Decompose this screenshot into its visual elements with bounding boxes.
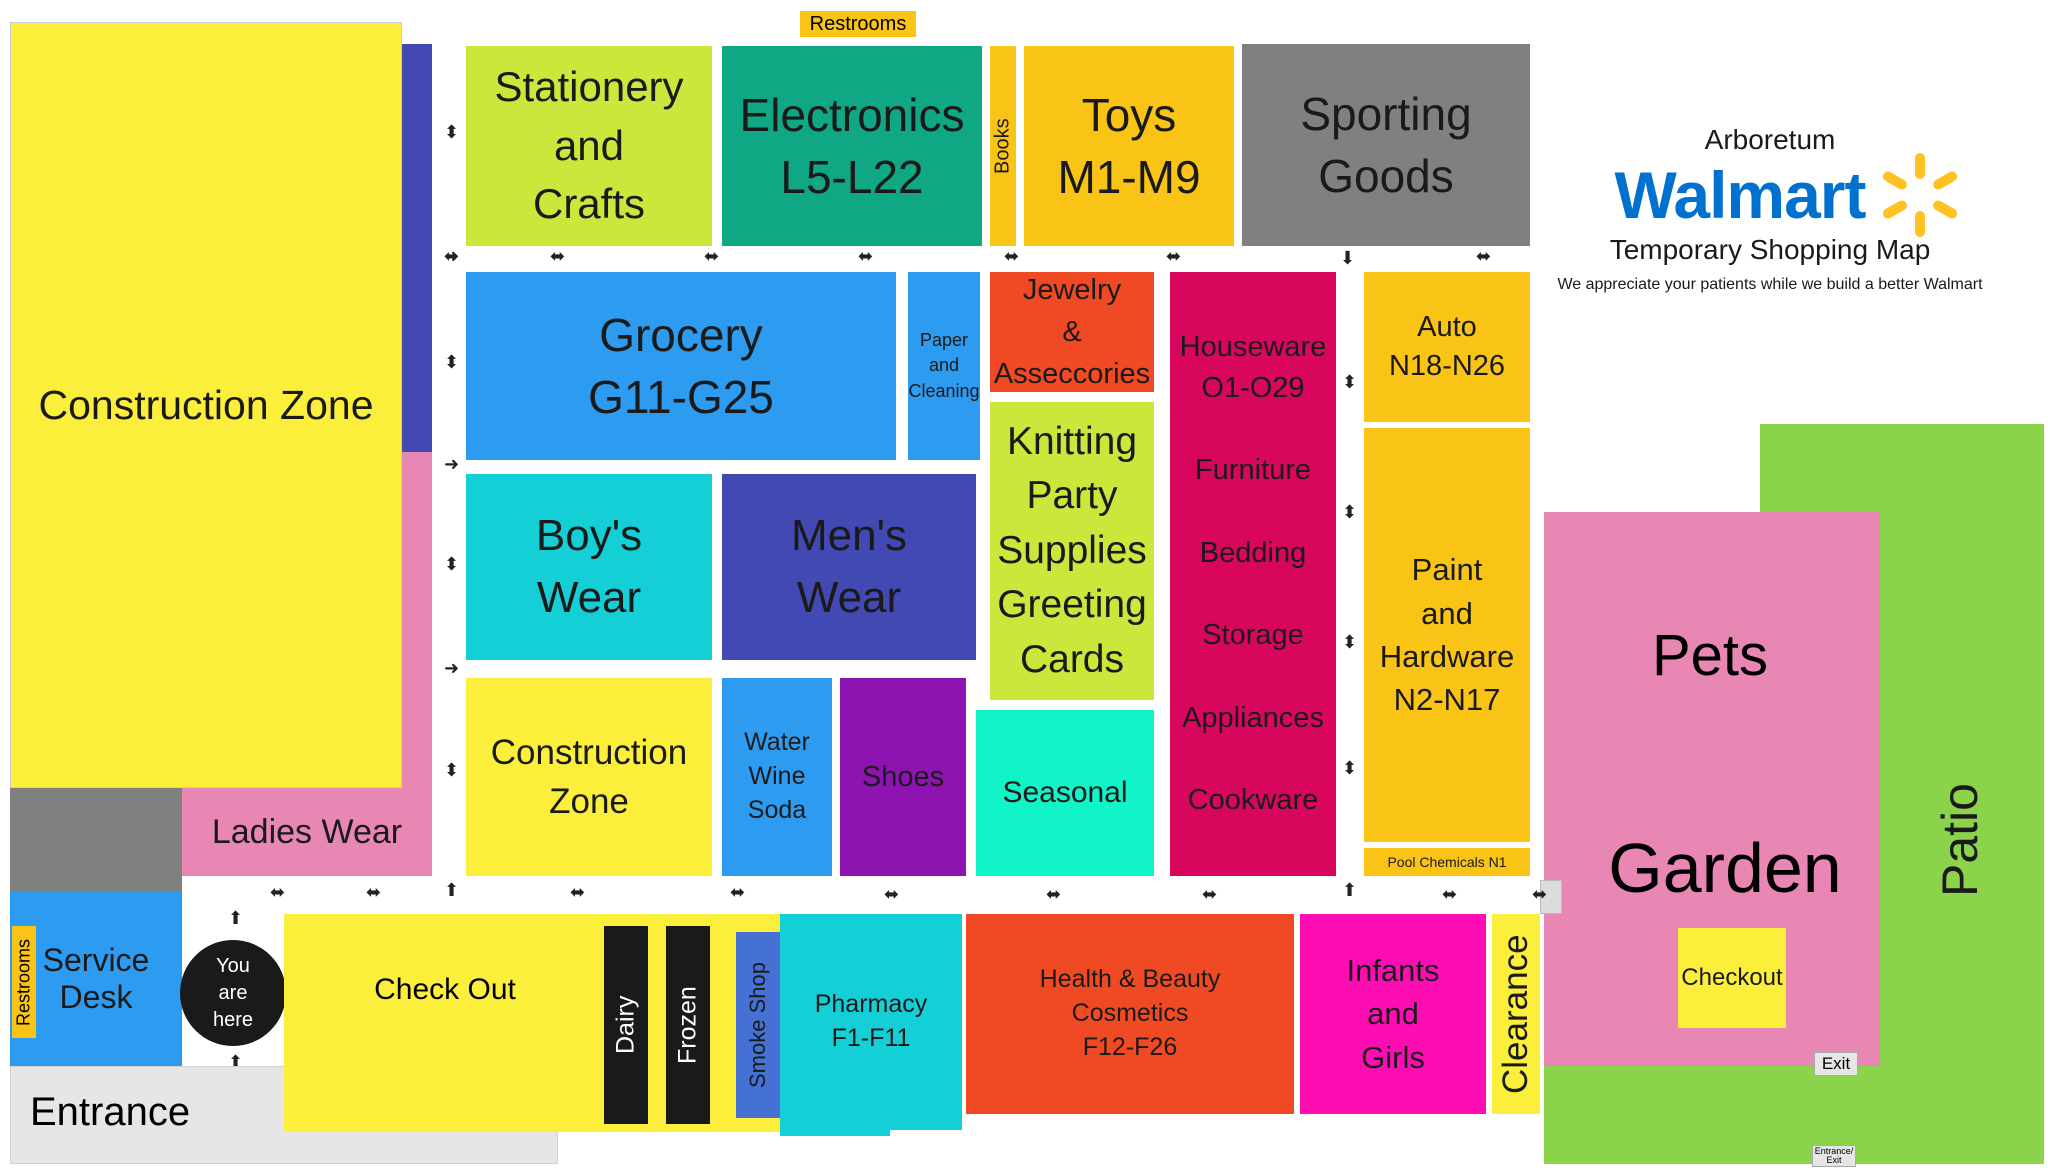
right-arrow-icon: ➜ [444, 454, 460, 475]
up-down-arrow-icon: ⬍ [1342, 632, 1358, 653]
mens-wear: Men's Wear [722, 474, 976, 660]
up-arrow-icon: ⬆ [444, 880, 460, 901]
toys: Toys M1-M9 [1024, 46, 1234, 246]
left-right-arrow-icon: ⬌ [1532, 884, 1548, 905]
left-right-arrow-icon: ⬌ [550, 246, 566, 267]
pool-chemicals: Pool Chemicals N1 [1364, 848, 1530, 876]
stationery-and-crafts: Stationery and Crafts [466, 46, 712, 246]
garden-lower-area [1544, 1064, 1760, 1164]
walmart-logo: Walmart [1540, 150, 2040, 240]
wall-strip-blue [402, 44, 432, 452]
boys-wear: Boy's Wear [466, 474, 712, 660]
up-down-arrow-icon: ⬍ [444, 122, 460, 143]
left-right-arrow-icon: ⬌ [1476, 246, 1492, 267]
up-down-arrow-icon: ⬍ [1342, 372, 1358, 393]
frozen: Frozen [666, 926, 710, 1124]
restrooms-side-tag: Restrooms [12, 926, 36, 1038]
down-arrow-icon: ⬇ [1340, 248, 1356, 269]
pets-label: Pets [1651, 622, 1769, 688]
service-desk: Service Desk [10, 892, 182, 1066]
garden-checkout: Checkout [1678, 928, 1786, 1028]
health-and-beauty: Health & Beauty Cosmetics F12-F26 [966, 914, 1294, 1114]
pharmacy-extension [780, 1110, 890, 1136]
left-right-arrow-icon: ⬌ [858, 246, 874, 267]
store-name: Arboretum [1704, 124, 1836, 155]
restrooms-top-tag: Restrooms [800, 11, 916, 37]
up-down-arrow-icon: ⬍ [1342, 758, 1358, 779]
dairy: Dairy [604, 926, 648, 1124]
grocery: Grocery G11-G25 [466, 272, 896, 460]
up-arrow-icon: ⬆ [228, 908, 244, 929]
infants-and-girls: Infants and Girls [1300, 914, 1486, 1114]
ladies-wear: Ladies Wear [182, 788, 432, 876]
up-down-arrow-icon: ⬍ [444, 760, 460, 781]
map-note: We appreciate your patients while we bui… [1557, 276, 1983, 293]
construction-zone-small: Construction Zone [466, 678, 712, 876]
left-right-arrow-icon: ⬌ [1046, 884, 1062, 905]
garden-label: Garden [1608, 829, 1842, 907]
walmart-wordmark: Walmart [1614, 158, 1867, 232]
up-down-arrow-icon: ⬍ [444, 352, 460, 373]
storage-gray-area [10, 788, 182, 892]
paper-and-cleaning: Paper and Cleaning [908, 272, 980, 460]
books: Books [990, 46, 1016, 246]
left-right-arrow-icon: ⬌ [570, 882, 586, 903]
left-right-arrow-icon: ⬌ [1202, 884, 1218, 905]
houseware-furniture: Houseware O1-O29 Furniture Bedding Stora… [1170, 272, 1336, 876]
electronics: Electronics L5-L22 [722, 46, 982, 246]
left-right-arrow-icon: ⬌ [1442, 884, 1458, 905]
garden-exit-sign: Exit [1814, 1052, 1858, 1076]
left-right-arrow-icon: ⬌ [704, 246, 720, 267]
map-subtitle: Temporary Shopping Map [1609, 234, 1931, 265]
smoke-shop: Smoke Shop [736, 932, 780, 1118]
map-legend: Arboretum Walmart Temporary Shopping Map… [1540, 124, 2040, 314]
left-right-arrow-icon: ⬌ [1166, 246, 1182, 267]
spark-icon [1883, 153, 1958, 237]
entrance-label: Entrance [30, 1089, 191, 1134]
garden-door-marker [1540, 880, 1562, 914]
left-right-arrow-icon: ⬌ [730, 882, 746, 903]
up-down-arrow-icon: ⬍ [1342, 502, 1358, 523]
construction-zone-large: Construction Zone [10, 22, 402, 788]
clearance: Clearance [1492, 914, 1540, 1114]
garden-entrance-exit-sign: Entrance/ Exit [1812, 1145, 1856, 1167]
pharmacy: Pharmacy F1-F11 [780, 914, 962, 1130]
knitting-party-supplies: Knitting Party Supplies Greeting Cards [990, 402, 1154, 700]
left-right-arrow-icon: ⬌ [444, 246, 460, 267]
sporting-goods: Sporting Goods [1242, 44, 1530, 246]
left-right-arrow-icon: ⬌ [270, 882, 286, 903]
left-right-arrow-icon: ⬌ [884, 884, 900, 905]
up-arrow-icon: ⬆ [1342, 880, 1358, 901]
you-are-here-marker: You are here [180, 940, 286, 1046]
up-down-arrow-icon: ⬍ [444, 554, 460, 575]
right-arrow-icon: ➜ [444, 246, 460, 267]
seasonal: Seasonal [976, 710, 1154, 876]
water-wine-soda: Water Wine Soda [722, 678, 832, 876]
right-arrow-icon: ➜ [444, 658, 460, 679]
left-right-arrow-icon: ⬌ [1004, 246, 1020, 267]
shoes: Shoes [840, 678, 966, 876]
left-right-arrow-icon: ⬌ [366, 882, 382, 903]
jewelry-and-accessories: Jewelry & Asseccories [990, 272, 1154, 392]
patio-label: Patio [1932, 783, 1988, 897]
auto: Auto N18-N26 [1364, 272, 1530, 422]
checkout-label: Check Out [374, 973, 516, 1006]
paint-and-hardware: Paint and Hardware N2-N17 [1364, 428, 1530, 842]
